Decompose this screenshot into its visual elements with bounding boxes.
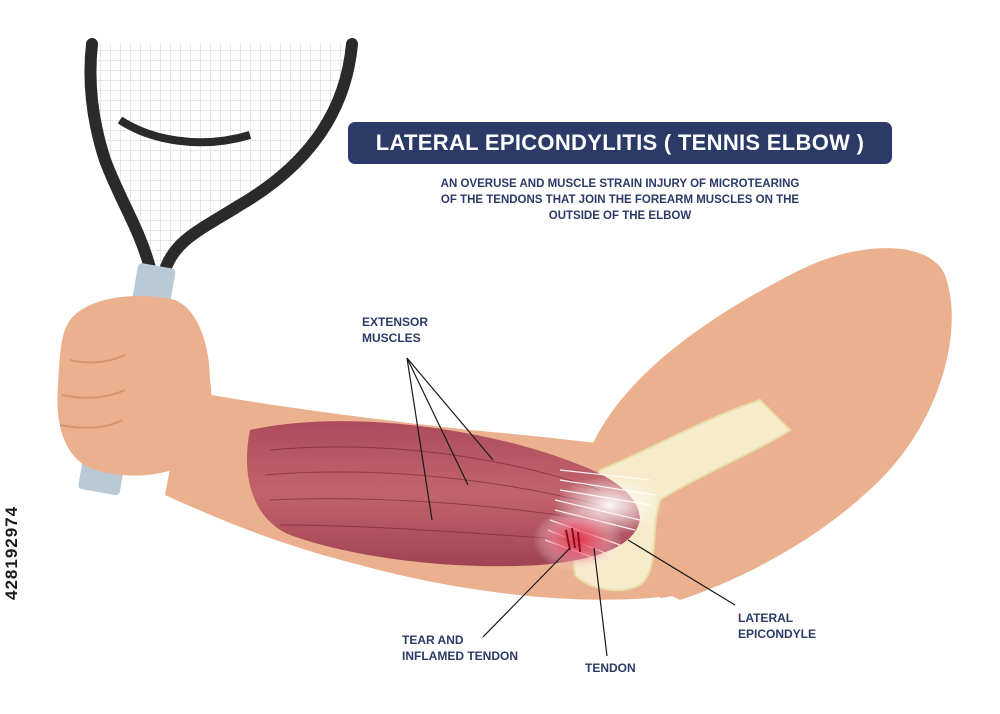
label-line: EXTENSOR <box>362 315 429 329</box>
description-line: AN OVERUSE AND MUSCLE STRAIN INJURY OF M… <box>440 178 800 190</box>
stock-image-id: 428192974 <box>2 505 21 600</box>
label-tendon: TENDON <box>585 661 636 675</box>
label-line: MUSCLES <box>362 331 421 345</box>
description-line: OUTSIDE OF THE ELBOW <box>548 210 692 222</box>
hand <box>57 296 212 476</box>
label-lateral-epicondyle: LATERAL EPICONDYLE <box>738 610 816 642</box>
label-extensor-muscles: EXTENSOR MUSCLES <box>362 314 428 346</box>
label-tear-inflamed-tendon: TEAR AND INFLAMED TENDON <box>402 632 518 664</box>
description-line: OF THE TENDONS THAT JOIN THE FOREARM MUS… <box>440 194 800 206</box>
tennis-racket <box>78 38 358 496</box>
label-line: LATERAL <box>738 611 794 625</box>
label-line: INFLAMED TENDON <box>402 649 518 663</box>
description-text: AN OVERUSE AND MUSCLE STRAIN INJURY OF M… <box>400 176 840 224</box>
label-line: TEAR AND <box>402 633 464 647</box>
leader-lines <box>406 357 736 657</box>
page-title: LATERAL EPICONDYLITIS ( TENNIS ELBOW ) <box>348 122 892 164</box>
label-line: EPICONDYLE <box>738 627 817 641</box>
